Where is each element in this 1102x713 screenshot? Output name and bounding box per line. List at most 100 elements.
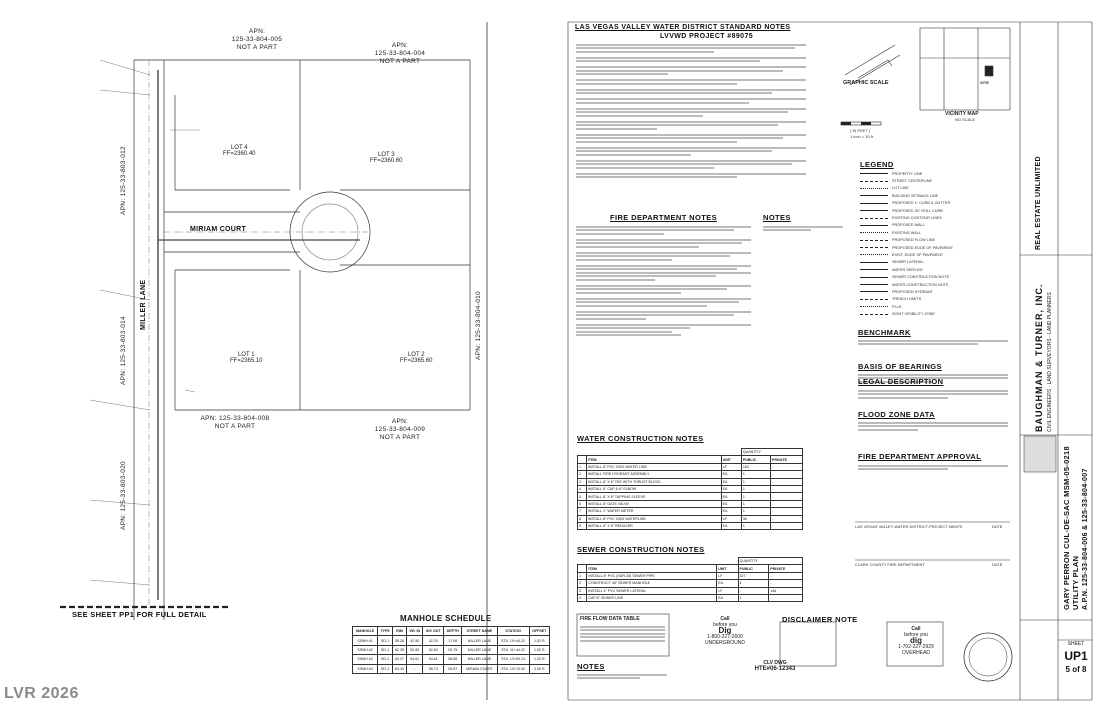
legend-label: PROPOSED 'L' CURB & GUTTER [892, 201, 951, 206]
table-cell: EA [720, 470, 742, 479]
table-cell: 1 [740, 477, 771, 486]
table-cell: - [769, 521, 804, 531]
sheet-id: UP1 [1064, 649, 1088, 663]
graphic-scale-bar [840, 44, 901, 126]
header-cell: ITEM [586, 564, 718, 573]
table-cell: 62.35 [391, 644, 408, 656]
table-cell: 1 [740, 499, 771, 509]
table-cell: - [406, 663, 424, 674]
table-cell: STA. 13+69.13 [496, 654, 530, 665]
table-cell: SSMH #2 [351, 644, 379, 656]
table-cell: 58.73 [422, 663, 445, 674]
header-cell: TYPE [377, 625, 393, 637]
disclaimer-title: DISCLAIMER NOTE [782, 615, 858, 624]
legend-label: SEWER CONSTRUCTION NOTE [892, 275, 950, 280]
header-cell: MANHOLE [351, 625, 379, 637]
legend-swatch [860, 202, 888, 204]
quantity-header: QUANTITY [740, 447, 804, 457]
table-cell: SD-1 [377, 644, 393, 656]
table-cell: 1 [740, 492, 771, 501]
apn-left-3: APN: 125-33-803-020 [120, 461, 127, 530]
apn-top-right: APN: 125-33-804-004 NOT A PART [374, 42, 426, 65]
legend-item: PROPOSED FLOW LINE [860, 237, 1000, 244]
vicinity-map-box [919, 27, 1011, 111]
legend-swatch [860, 284, 888, 286]
apn-bottom-left: APN: 125-33-804-008 NOT A PART [200, 415, 270, 430]
table-cell: 54.61 [422, 654, 445, 665]
legend-item: P.U.E. [860, 303, 1000, 310]
legend-swatch [860, 261, 888, 263]
table-cell: SSMH #4 [351, 663, 379, 674]
table-cell: INSTALL 8" X 6" TEE WITH THRUST BLOCK [585, 477, 722, 486]
table-cell: 327 [737, 571, 770, 581]
sewer-header-row-super: QUANTITY [578, 556, 804, 566]
table-cell: 2 [576, 579, 588, 588]
table-cell: LF [716, 571, 739, 581]
project-apn: A.P.N. 125-33-804-006 & 125-33-804-007 [1082, 468, 1089, 610]
table-cell: 1 [740, 521, 771, 531]
sheet-label: SHEET [1067, 641, 1085, 647]
table-cell: 8 [577, 514, 587, 523]
table-cell: INSTALL 8" PVC C900 WATERLINE [585, 514, 722, 523]
engineer-seal [963, 632, 1013, 682]
legend-item: TRENCH LIMITS [860, 296, 1000, 303]
header-cell: INV OUT [422, 625, 445, 637]
legend-label: BUILDING SETBACK LINE [892, 193, 939, 198]
table-cell: INSTALL 8" GATE VALVE [585, 499, 722, 509]
table-cell: - [769, 484, 804, 494]
call-811-left: Call before you Dig 1-800-227-2600 UNDER… [705, 616, 745, 646]
header-cell: PRIVATE [768, 564, 803, 573]
table-cell: LF [720, 462, 742, 472]
call-811-right: Call before you dig 1-702-227-2929 OVERH… [898, 626, 934, 656]
legend-swatch [860, 210, 888, 212]
table-cell: CAP 8" SEWER LINE [586, 593, 718, 603]
header-cell: PRIVATE [769, 455, 804, 464]
table-cell: SD-1 [377, 635, 393, 646]
table-cell: EA [716, 593, 739, 603]
fire-notes-body [576, 224, 751, 338]
table-cell: - [769, 507, 804, 516]
legend-swatch [860, 298, 888, 300]
table-cell: 3.05 R [528, 663, 550, 674]
header-cell: PUBLIC [740, 455, 771, 464]
manhole-schedule-title: MANHOLE SCHEDULE [400, 614, 492, 623]
legend-swatch [860, 195, 888, 197]
legend-title: LEGEND [860, 160, 894, 169]
graphic-scale-title: GRAPHIC SCALE [843, 80, 889, 86]
table-cell: - [737, 586, 770, 595]
company-logo [1023, 435, 1057, 473]
benchmark-body [858, 338, 1008, 347]
legend-item: BUILDING SETBACK LINE [860, 192, 1000, 199]
table-cell: 1 [577, 462, 587, 472]
sheet-of: 5 of 8 [1065, 665, 1087, 674]
header-cell: STATION [496, 625, 530, 637]
vicinity-map-scale: NO SCALE [955, 117, 976, 122]
legend-label: PROPOSED WALL [892, 223, 925, 228]
table-cell: - [769, 514, 804, 523]
legend-item: LOT LINE [860, 185, 1000, 192]
table-cell: EA [720, 499, 742, 509]
table-cell: 59.26 [391, 635, 408, 646]
legend-swatch [860, 232, 888, 234]
header-cell: INV IN [406, 625, 424, 637]
owner-name: REAL ESTATE UNLIMITED [1035, 156, 1042, 250]
clv-dwg: CLV DWG HTE#06-12343 [754, 660, 796, 672]
legend-item: EXIST. EDGE OF PAVEMENT [860, 251, 1000, 258]
watermark: LVR 2026 [4, 685, 79, 702]
table-cell: 1.52 R [528, 635, 550, 646]
notes-body [763, 224, 843, 233]
table-cell: 42.50 [406, 635, 424, 646]
table-cell: 9 [577, 521, 587, 531]
header-cell: OFFSET [528, 625, 550, 637]
table-cell: 1 [740, 484, 771, 494]
table-cell: INSTALL 8" CAP & 8" ELBOW [585, 484, 722, 494]
table-cell: SD-1 [377, 663, 393, 674]
county-signature-date: DATE [992, 562, 1003, 567]
